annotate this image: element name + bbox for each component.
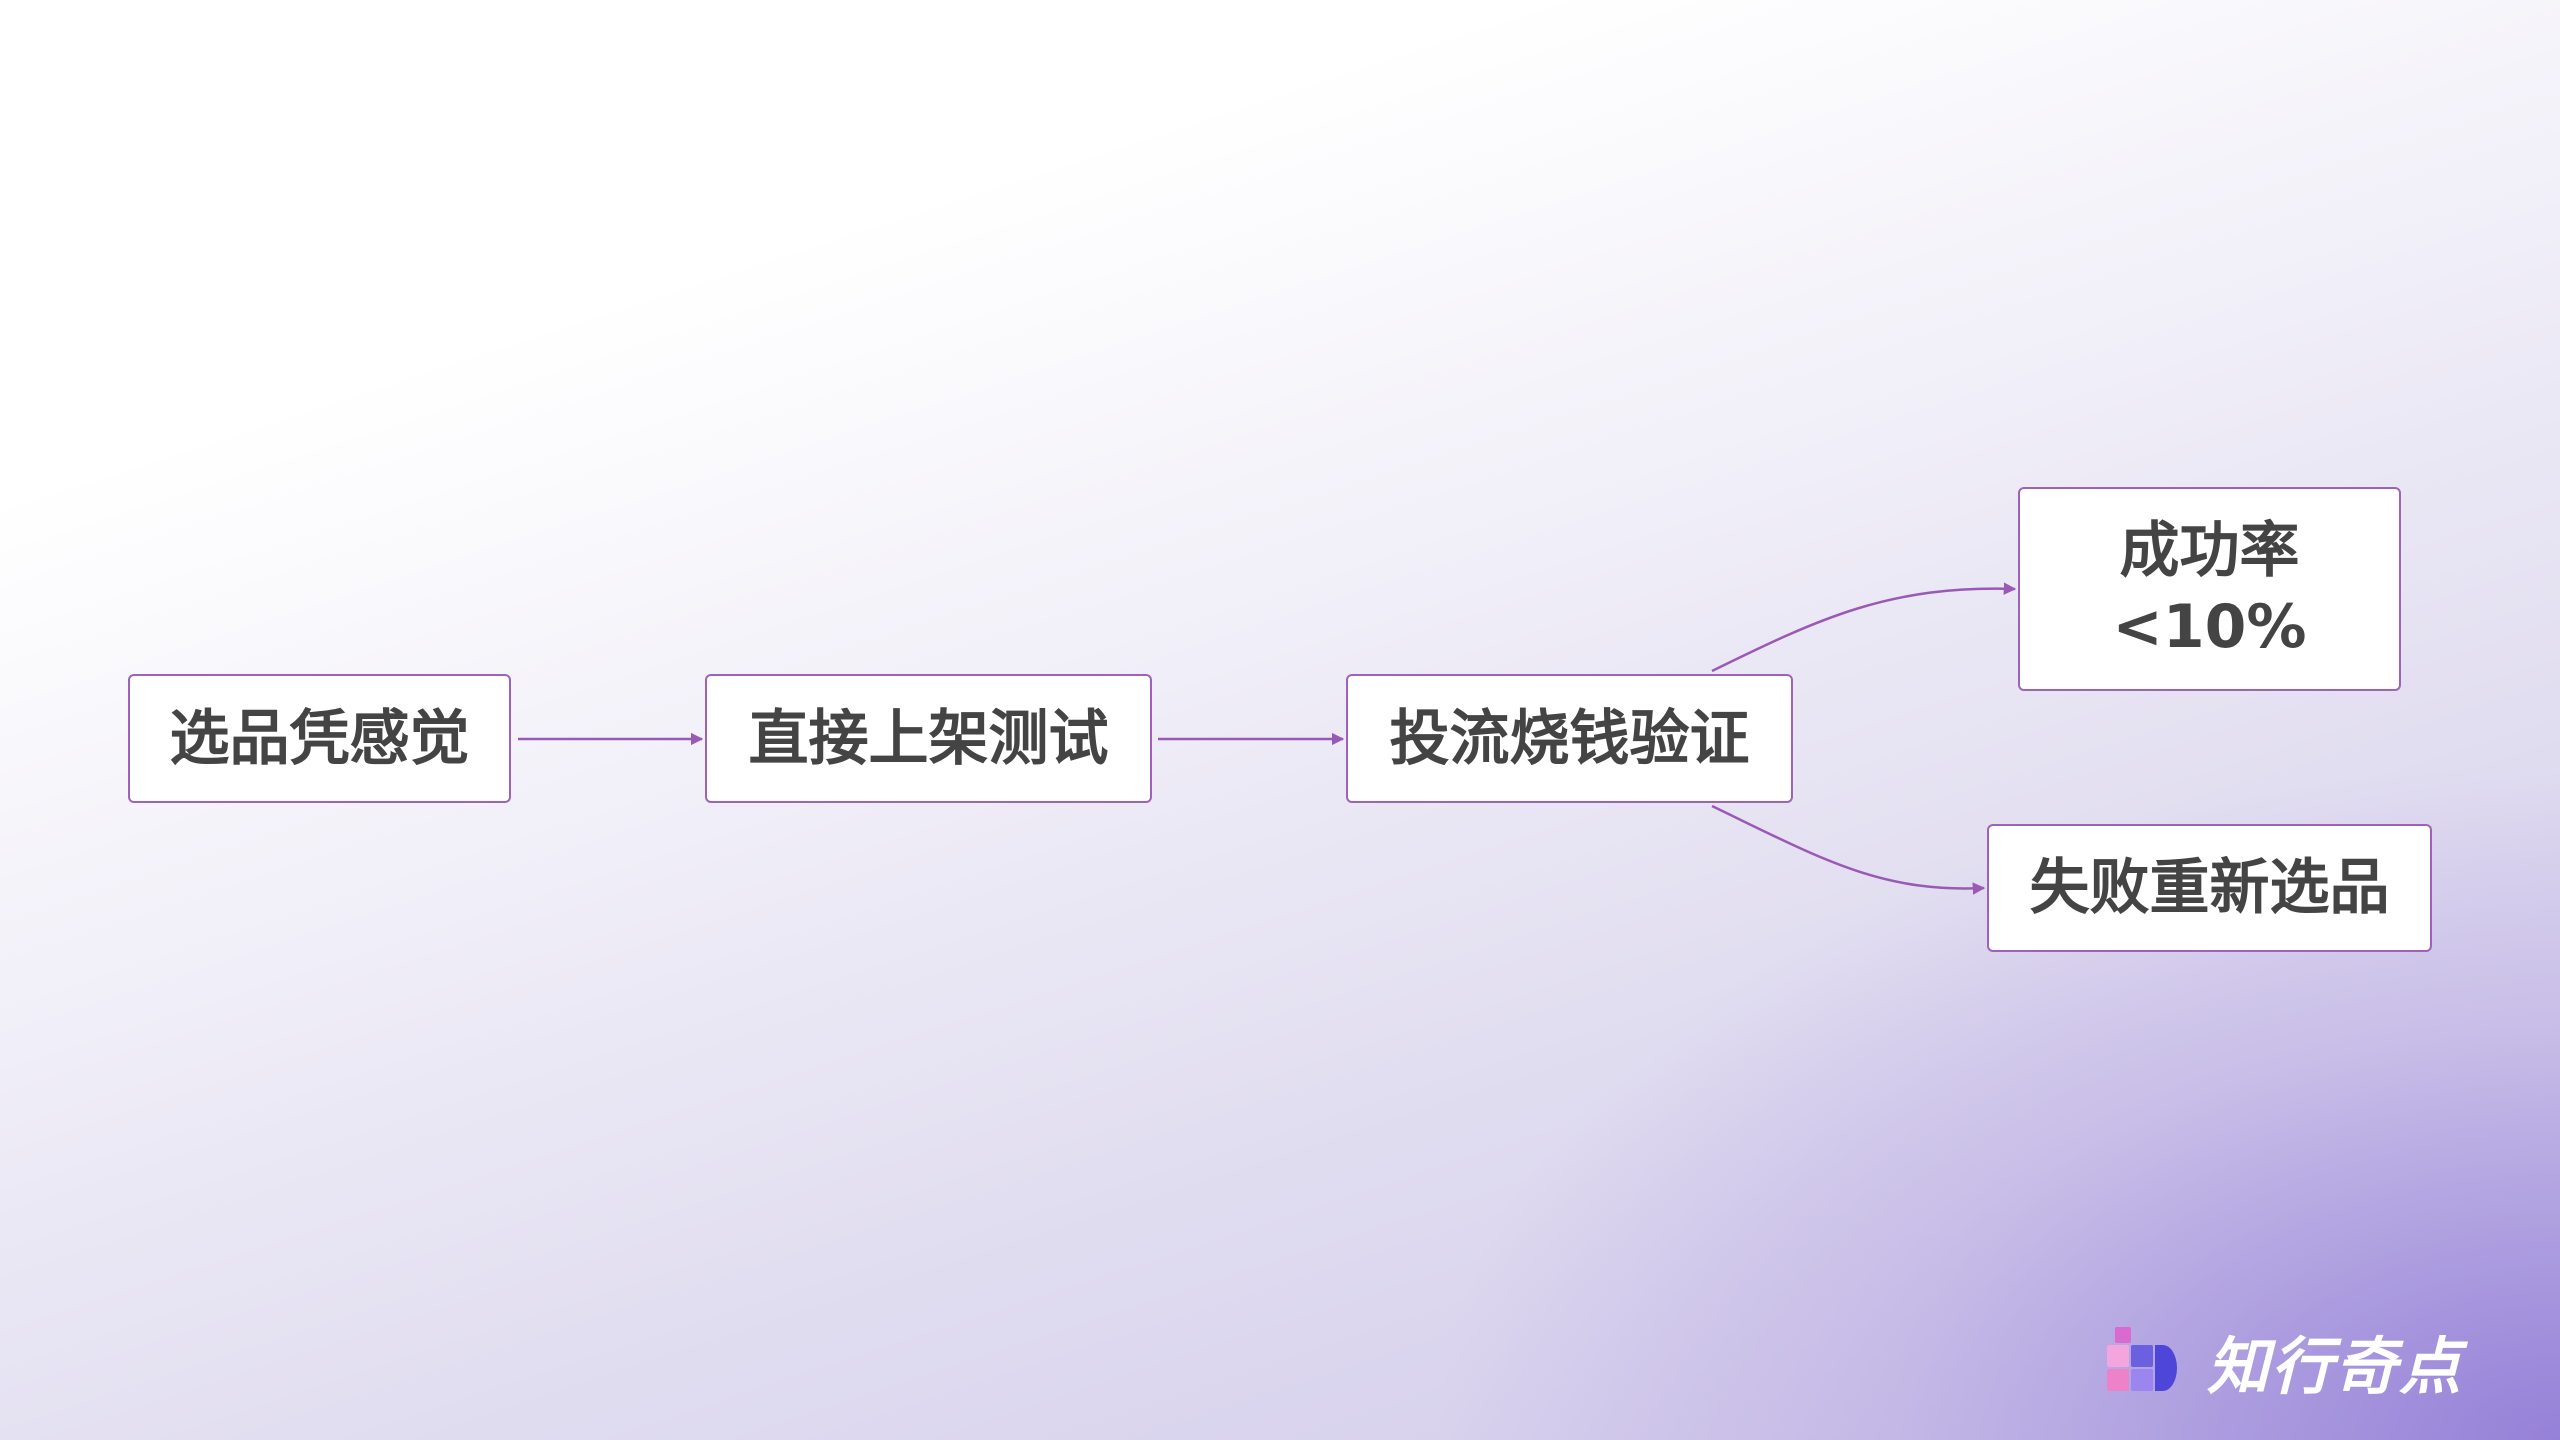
flow-node-label: 失败重新选品 [2029,853,2390,923]
brand-name: 知行奇点 [2207,1330,2464,1403]
flow-node-list-and-test: 直接上架测试 [705,674,1152,803]
flow-node-success-rate: 成功率<10% [2018,487,2401,691]
flow-node-label: 直接上架测试 [748,703,1109,774]
edge-n3-n5 [1711,804,1986,895]
flow-node-fail-reselect: 失败重新选品 [1987,824,2432,952]
flow-node-select-by-feeling: 选品凭感觉 [128,674,511,803]
brand-logo: 知行奇点 [2105,1316,2463,1406]
colored-squares-logo-icon [2107,1327,2177,1391]
flow-node-label: 选品凭感觉 [169,703,470,774]
flow-node-paid-traffic-validation: 投流烧钱验证 [1346,674,1793,803]
flow-node-label: 成功率<10% [2112,516,2307,662]
flow-node-label: 投流烧钱验证 [1389,703,1750,774]
edge-n3-n4 [1711,582,2017,673]
